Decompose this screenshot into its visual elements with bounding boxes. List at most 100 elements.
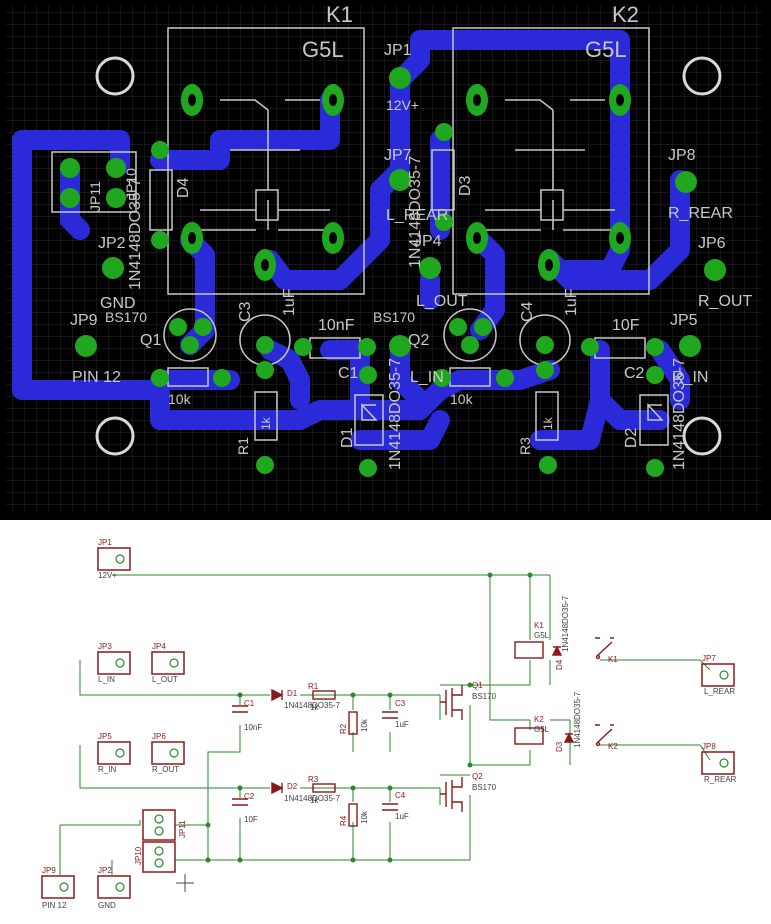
schematic-nets xyxy=(59,574,711,875)
pcb-gnd: GND xyxy=(100,295,136,312)
sch-jp6: JP6 xyxy=(152,732,166,741)
pcb-10k-r4: 10k xyxy=(450,391,474,407)
pcb-c3: C3 xyxy=(237,301,254,322)
sch-jp4: JP4 xyxy=(152,642,166,651)
sch-jp9: JP9 xyxy=(42,866,56,875)
sch-d4-part: 1N4148DO35-7 xyxy=(561,595,570,652)
sch-r4: R4 xyxy=(339,815,348,826)
pcb-d2: D2 xyxy=(623,427,640,448)
sch-q1-part: BS170 xyxy=(472,692,497,701)
pcb-1k-r3: 1k xyxy=(541,416,555,430)
pcb-bs170-q1: BS170 xyxy=(105,309,147,325)
sch-c1-value: 10nF xyxy=(244,723,262,732)
pcb-layout: K1 G5L K2 G5L JP1 12V+ JP7 L_REAR JP8 R_… xyxy=(0,0,771,520)
jp1-symbol xyxy=(97,547,131,571)
sch-d2: D2 xyxy=(287,782,298,791)
pcb-r3: R3 xyxy=(517,437,533,455)
sch-q2: Q2 xyxy=(472,772,483,781)
jp2-symbol xyxy=(97,875,131,899)
pcb-q2: Q2 xyxy=(408,332,429,349)
pad-drills xyxy=(188,94,624,271)
sch-r3: R3 xyxy=(308,775,319,784)
pcb-c1: C1 xyxy=(338,365,359,382)
pcb-jp2: JP2 xyxy=(98,235,126,252)
sch-c2: C2 xyxy=(244,792,255,801)
schematic-symbols xyxy=(232,637,614,827)
pcb-1k-r1: 1k xyxy=(259,416,273,430)
sch-12v: 12V+ xyxy=(98,571,117,580)
pcb-jp1: JP1 xyxy=(384,42,412,59)
schematic-labels: JP1 12V+ JP3 L_IN JP4 L_OUT JP5 R_IN JP6… xyxy=(42,538,737,910)
pcb-d4: D4 xyxy=(175,177,192,198)
jp8-symbol xyxy=(701,751,735,775)
pcb-10f: 10F xyxy=(612,317,640,334)
sch-jp7: JP7 xyxy=(702,654,716,663)
sch-k1-contact: K1 xyxy=(608,655,618,664)
pcb-c4: C4 xyxy=(519,301,536,322)
connector-pins xyxy=(59,554,729,892)
pcb-rrear: R_REAR xyxy=(668,205,733,222)
pcb-jp6: JP6 xyxy=(698,235,726,252)
pcb-pin12: PIN 12 xyxy=(72,369,121,386)
sch-q2-part: BS170 xyxy=(472,783,497,792)
sch-r2-value: 10k xyxy=(360,718,369,732)
sch-gnd: GND xyxy=(98,901,116,910)
sch-d2-part: 1N4148DO35-7 xyxy=(284,794,341,803)
mounting-holes xyxy=(95,56,722,456)
jp4-symbol xyxy=(151,651,185,675)
pcb-d2-part: 1N4148DO35-7 xyxy=(671,358,688,470)
pcb-jp4: JP4 xyxy=(414,233,442,250)
sch-lin: L_IN xyxy=(98,675,115,684)
pcb-lin: L_IN xyxy=(410,369,444,386)
jp5-symbol xyxy=(97,741,131,765)
sch-k2-part: G5L xyxy=(534,725,550,734)
pcb-jp11: JP11 xyxy=(87,181,103,212)
sch-r4-value: 10k xyxy=(360,810,369,824)
pcb-jp9: JP9 xyxy=(70,312,98,329)
pcb-silk-text: K1 G5L K2 G5L JP1 12V+ JP7 L_REAR JP8 R_… xyxy=(70,2,752,470)
pcb-d3-part: 1N4148DO35-7 xyxy=(407,156,424,268)
sch-k2: K2 xyxy=(534,715,544,724)
pcb-rin: R_IN xyxy=(672,369,708,386)
pcb-k1-label: K1 xyxy=(326,2,353,27)
pcb-rout: R_OUT xyxy=(698,293,752,310)
sch-c4-value: 1uF xyxy=(395,812,409,821)
pcb-12v: 12V+ xyxy=(386,97,419,113)
schematic: JP1 12V+ JP3 L_IN JP4 L_OUT JP5 R_IN JP6… xyxy=(0,520,771,924)
pcb-1uf-c3: 1uF xyxy=(281,288,298,316)
pcb-c2: C2 xyxy=(624,365,645,382)
pcb-k1-type: G5L xyxy=(302,37,344,62)
sch-jp11: JP11 xyxy=(178,820,187,838)
jp3-symbol xyxy=(97,651,131,675)
pcb-d1-part: 1N4148DO35-7 xyxy=(387,358,404,470)
sch-r2: R2 xyxy=(339,723,348,734)
jp10-symbol xyxy=(142,841,176,873)
sch-d4: D4 xyxy=(555,659,564,670)
pcb-d1: D1 xyxy=(339,427,356,448)
junction-dots xyxy=(205,572,533,863)
crosshair-icon xyxy=(176,874,194,892)
sch-jp2: JP2 xyxy=(98,866,112,875)
sch-jp1: JP1 xyxy=(98,538,112,547)
sch-k1-part: G5L xyxy=(534,631,550,640)
pcb-k2-type: G5L xyxy=(585,37,627,62)
pcb-d3: D3 xyxy=(457,175,474,196)
pcb-jp7: JP7 xyxy=(384,147,412,164)
sch-r1: R1 xyxy=(308,682,319,691)
sch-jp5: JP5 xyxy=(98,732,112,741)
pcb-d4-part: 1N4148DO35-7 xyxy=(127,178,144,290)
sch-q1: Q1 xyxy=(472,681,483,690)
pcb-diode-marks xyxy=(361,403,664,421)
sch-c2-value: 10F xyxy=(244,815,258,824)
jp9-symbol xyxy=(41,875,75,899)
pcb-r1: R1 xyxy=(235,437,251,455)
pcb-10k-r2: 10k xyxy=(168,391,192,407)
sch-c1: C1 xyxy=(244,699,255,708)
pcb-jp8: JP8 xyxy=(668,147,696,164)
relay-k1-outline xyxy=(167,27,365,295)
sch-d1-part: 1N4148DO35-7 xyxy=(284,701,341,710)
pcb-lrear: L_REAR xyxy=(386,207,448,224)
relay-outlines xyxy=(167,27,650,295)
sch-rout: R_OUT xyxy=(152,765,179,774)
pcb-1uf-c4: 1uF xyxy=(563,288,580,316)
